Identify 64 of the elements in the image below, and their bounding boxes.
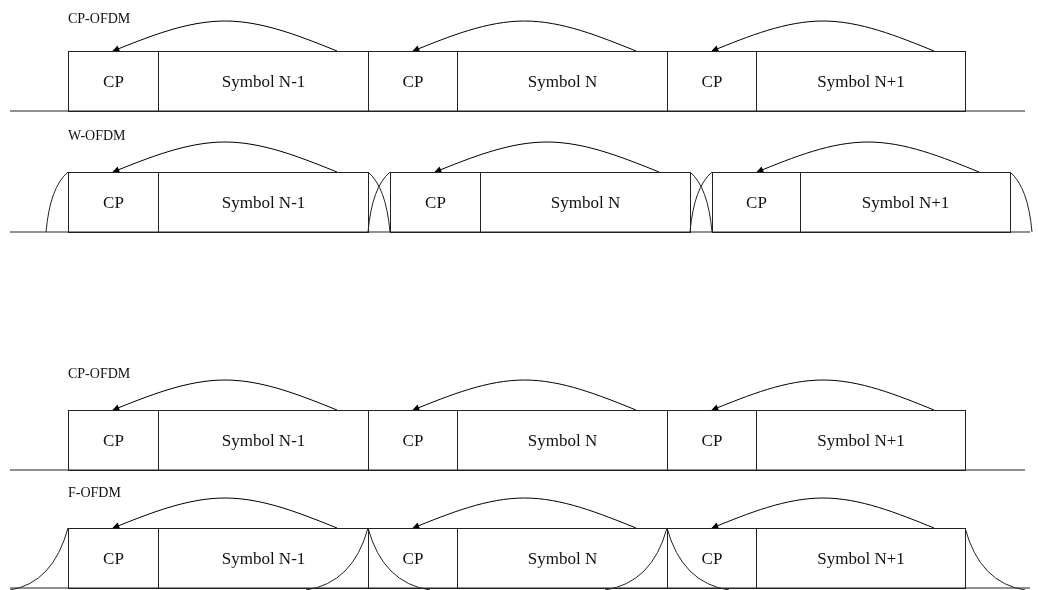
curved-arrow xyxy=(711,497,935,529)
segment-label: Symbol N-1 xyxy=(221,548,306,569)
segment-label: CP xyxy=(402,548,424,569)
segment-label: CP xyxy=(103,192,124,213)
curved-arrow xyxy=(112,379,338,411)
segment-label: CP xyxy=(701,430,723,451)
scheme-label: F-OFDM xyxy=(68,485,121,501)
segment-label: CP xyxy=(402,430,424,451)
segment-box xyxy=(712,172,801,233)
segment-label: Symbol N xyxy=(550,192,621,213)
segment-box xyxy=(158,172,369,233)
segment-box xyxy=(158,410,369,471)
segment-box xyxy=(68,51,159,112)
curved-arrow xyxy=(711,20,935,52)
scheme-label: CP-OFDM xyxy=(68,366,131,382)
segment-label: CP xyxy=(425,192,446,213)
curved-arrow xyxy=(412,497,637,529)
segment-label: CP xyxy=(103,548,124,569)
segment-label: Symbol N-1 xyxy=(221,192,306,213)
segment-box xyxy=(756,410,966,471)
segment-label: Symbol N xyxy=(527,71,598,92)
segment-label: Symbol N+1 xyxy=(817,71,905,92)
curved-arrow xyxy=(112,497,338,529)
segment-box xyxy=(457,51,668,112)
segment-box xyxy=(158,51,369,112)
segment-box xyxy=(800,172,1011,233)
segment-label: CP xyxy=(103,430,124,451)
curved-arrow xyxy=(711,379,935,411)
segment-box xyxy=(667,528,757,589)
segment-box xyxy=(480,172,691,233)
segment-label: Symbol N-1 xyxy=(221,430,306,451)
segment-box xyxy=(667,410,757,471)
segment-box xyxy=(368,528,458,589)
segment-label: Symbol N xyxy=(527,548,598,569)
curved-arrow xyxy=(112,141,338,173)
curved-arrow xyxy=(412,20,637,52)
segment-label: Symbol N+1 xyxy=(817,430,905,451)
segment-label: CP xyxy=(701,71,723,92)
segment-label: Symbol N xyxy=(527,430,598,451)
segment-label: CP xyxy=(103,71,124,92)
segment-box xyxy=(368,410,458,471)
segment-label: CP xyxy=(402,71,424,92)
segment-label: CP xyxy=(746,192,767,213)
segment-box xyxy=(68,528,159,589)
segment-label: Symbol N+1 xyxy=(817,548,905,569)
scheme-label: CP-OFDM xyxy=(68,11,131,27)
segment-box xyxy=(756,528,966,589)
segment-box xyxy=(457,410,668,471)
segment-box xyxy=(457,528,668,589)
curved-arrow xyxy=(412,379,637,411)
curved-arrow xyxy=(756,141,980,173)
segment-box xyxy=(158,528,369,589)
scheme-label: W-OFDM xyxy=(68,128,126,144)
curved-arrow xyxy=(434,141,660,173)
segment-box xyxy=(390,172,481,233)
curved-arrow xyxy=(112,20,338,52)
segment-box xyxy=(667,51,757,112)
segment-box xyxy=(368,51,458,112)
segment-box xyxy=(68,172,159,233)
segment-box xyxy=(68,410,159,471)
segment-box xyxy=(756,51,966,112)
segment-label: Symbol N-1 xyxy=(221,71,306,92)
segment-label: CP xyxy=(701,548,723,569)
segment-label: Symbol N+1 xyxy=(861,192,950,213)
